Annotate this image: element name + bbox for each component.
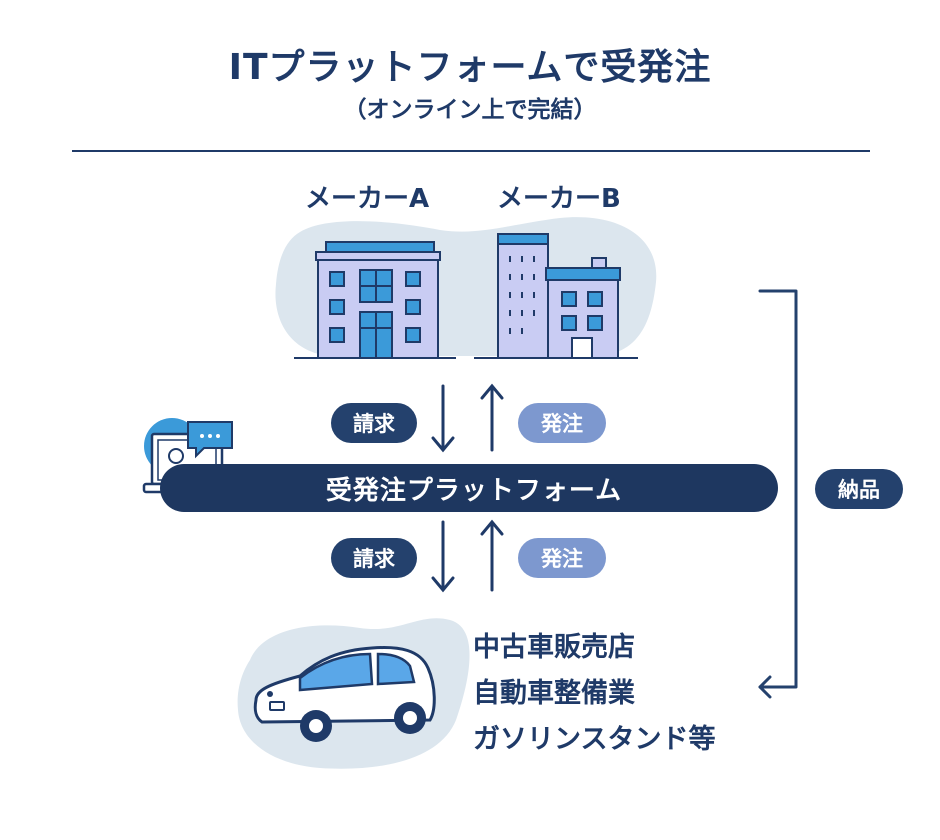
customer-item: 中古車販売店: [473, 632, 635, 663]
page-title: ITプラットフォームで受発注: [228, 47, 712, 88]
arrow-down-icon: [431, 520, 455, 593]
upper-invoice-badge: 請求: [331, 403, 417, 443]
order-platform-bar: 受発注プラットフォーム: [160, 464, 778, 512]
car-icon: [253, 646, 436, 742]
arrow-up-icon: [480, 519, 504, 592]
customer-list: 中古車販売店 自動車整備業 ガソリンスタンド等: [473, 625, 715, 763]
building-icon: [294, 241, 456, 359]
maker-b-label: メーカーB: [497, 184, 621, 214]
delivery-badge: 納品: [815, 469, 903, 509]
maker-a-label: メーカーA: [305, 184, 430, 214]
page-subtitle: （オンライン上で完結）: [343, 97, 597, 123]
customer-item: 自動車整備業: [473, 678, 635, 709]
customer-item: ガソリンスタンド等: [473, 724, 716, 755]
arrow-down-icon: [431, 384, 455, 453]
office-tower-icon: [474, 233, 638, 359]
lower-order-badge: 発注: [518, 538, 606, 578]
upper-order-badge: 発注: [518, 403, 606, 443]
arrow-up-icon: [480, 383, 504, 452]
lower-invoice-badge: 請求: [331, 538, 417, 578]
title-divider: [72, 150, 870, 152]
bracket-arrow-icon: [758, 289, 798, 699]
